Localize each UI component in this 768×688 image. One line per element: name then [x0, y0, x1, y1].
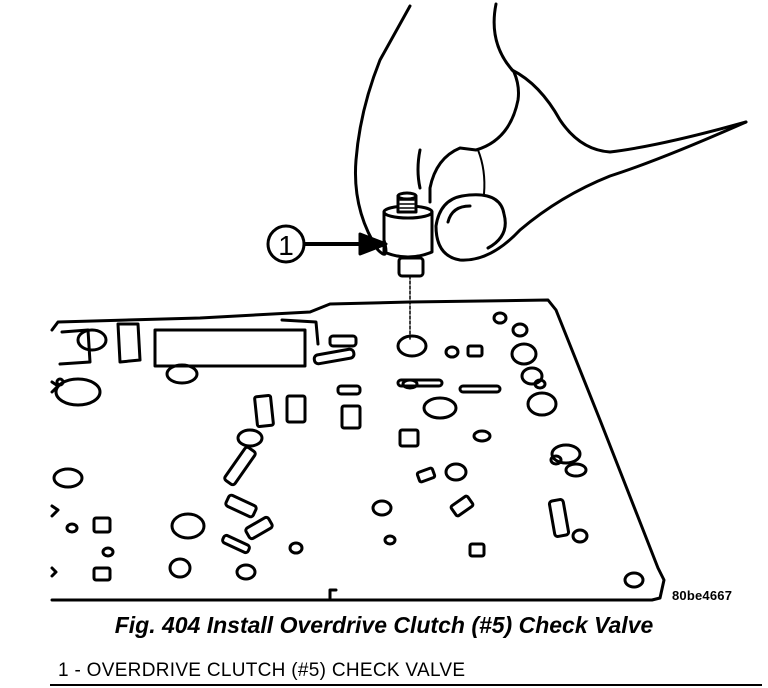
plate-opening: [153, 328, 307, 368]
plate-slot: [415, 466, 437, 484]
plate-hole: [165, 363, 199, 385]
plate-slot: [340, 404, 362, 430]
plate-hole: [288, 541, 304, 555]
technical-illustration: 1: [50, 2, 748, 602]
plate-hole: [511, 322, 529, 338]
plate-slot: [458, 384, 502, 394]
plate-slot: [221, 533, 251, 555]
plate-hole: [444, 462, 468, 482]
plate-slot: [92, 566, 112, 582]
plate-slot: [547, 498, 571, 538]
plate-hole: [371, 499, 393, 517]
check-valve: [382, 191, 434, 278]
plate-hole: [170, 512, 206, 540]
plate-slot: [396, 378, 444, 388]
plate-slot: [312, 347, 356, 366]
plate-hole: [396, 334, 428, 358]
image-code: 80be4667: [672, 588, 733, 603]
plate-hole: [76, 328, 108, 352]
plate-hole: [623, 571, 645, 589]
plate-hole: [65, 522, 79, 534]
plate-slot: [466, 344, 484, 358]
plate-hole: [549, 454, 563, 466]
plate-slot: [328, 334, 358, 348]
plate-slot: [468, 542, 486, 558]
plate-slot: [336, 384, 362, 396]
plate-hole: [168, 557, 192, 579]
plate-hole: [55, 377, 65, 387]
plate-slot: [253, 393, 275, 429]
plate-hole: [571, 528, 589, 544]
plate-hole: [564, 462, 588, 478]
hand: [354, 2, 748, 262]
plate-slot: [285, 394, 307, 424]
plate-hole: [520, 366, 544, 386]
plate-hole: [526, 391, 558, 417]
plate-slot: [224, 493, 258, 519]
plate-slot: [398, 428, 420, 448]
caption-rule: [50, 684, 762, 686]
plate-hole: [492, 311, 508, 325]
plate-hole: [550, 443, 582, 465]
plate-hole: [236, 428, 264, 448]
plate-slot: [449, 494, 475, 518]
plate-hole: [54, 377, 102, 407]
figure-caption: Fig. 404 Install Overdrive Clutch (#5) C…: [114, 612, 654, 638]
valve-body-plate: [50, 298, 666, 602]
plate-slot: [92, 516, 112, 534]
legend-item: 1 - OVERDRIVE CLUTCH (#5) CHECK VALVE: [58, 660, 466, 681]
plate-slot: [244, 515, 274, 541]
plate-hole: [383, 534, 397, 546]
plate-hole: [422, 396, 458, 420]
plate-hole: [472, 429, 492, 443]
plate-hole: [52, 467, 84, 489]
callout-number: 1: [278, 230, 294, 261]
plate-hole: [444, 345, 460, 359]
plate-hole: [533, 378, 547, 390]
plate-opening: [116, 322, 142, 364]
plate-hole: [510, 342, 538, 366]
plate-hole: [101, 546, 115, 558]
plate-hole: [235, 563, 257, 581]
plate-opening: [58, 328, 92, 366]
plate-slot: [223, 445, 257, 487]
